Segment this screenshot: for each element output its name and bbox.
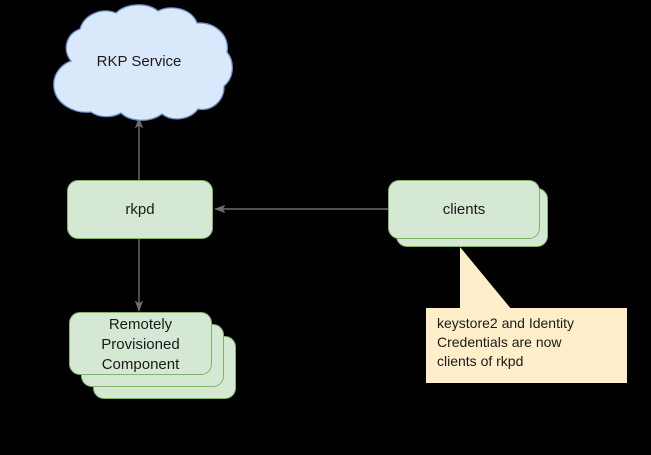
- node-clients[interactable]: [388, 180, 540, 239]
- callout-text: keystore2 and Identity Credentials are n…: [437, 315, 574, 369]
- node-rkpd[interactable]: [67, 180, 213, 239]
- rkp-service-cloud-shape[interactable]: [44, 4, 234, 122]
- callout-tail: [460, 247, 512, 310]
- callout-box[interactable]: [426, 308, 627, 383]
- node-remotely-provisioned-component[interactable]: [69, 312, 212, 375]
